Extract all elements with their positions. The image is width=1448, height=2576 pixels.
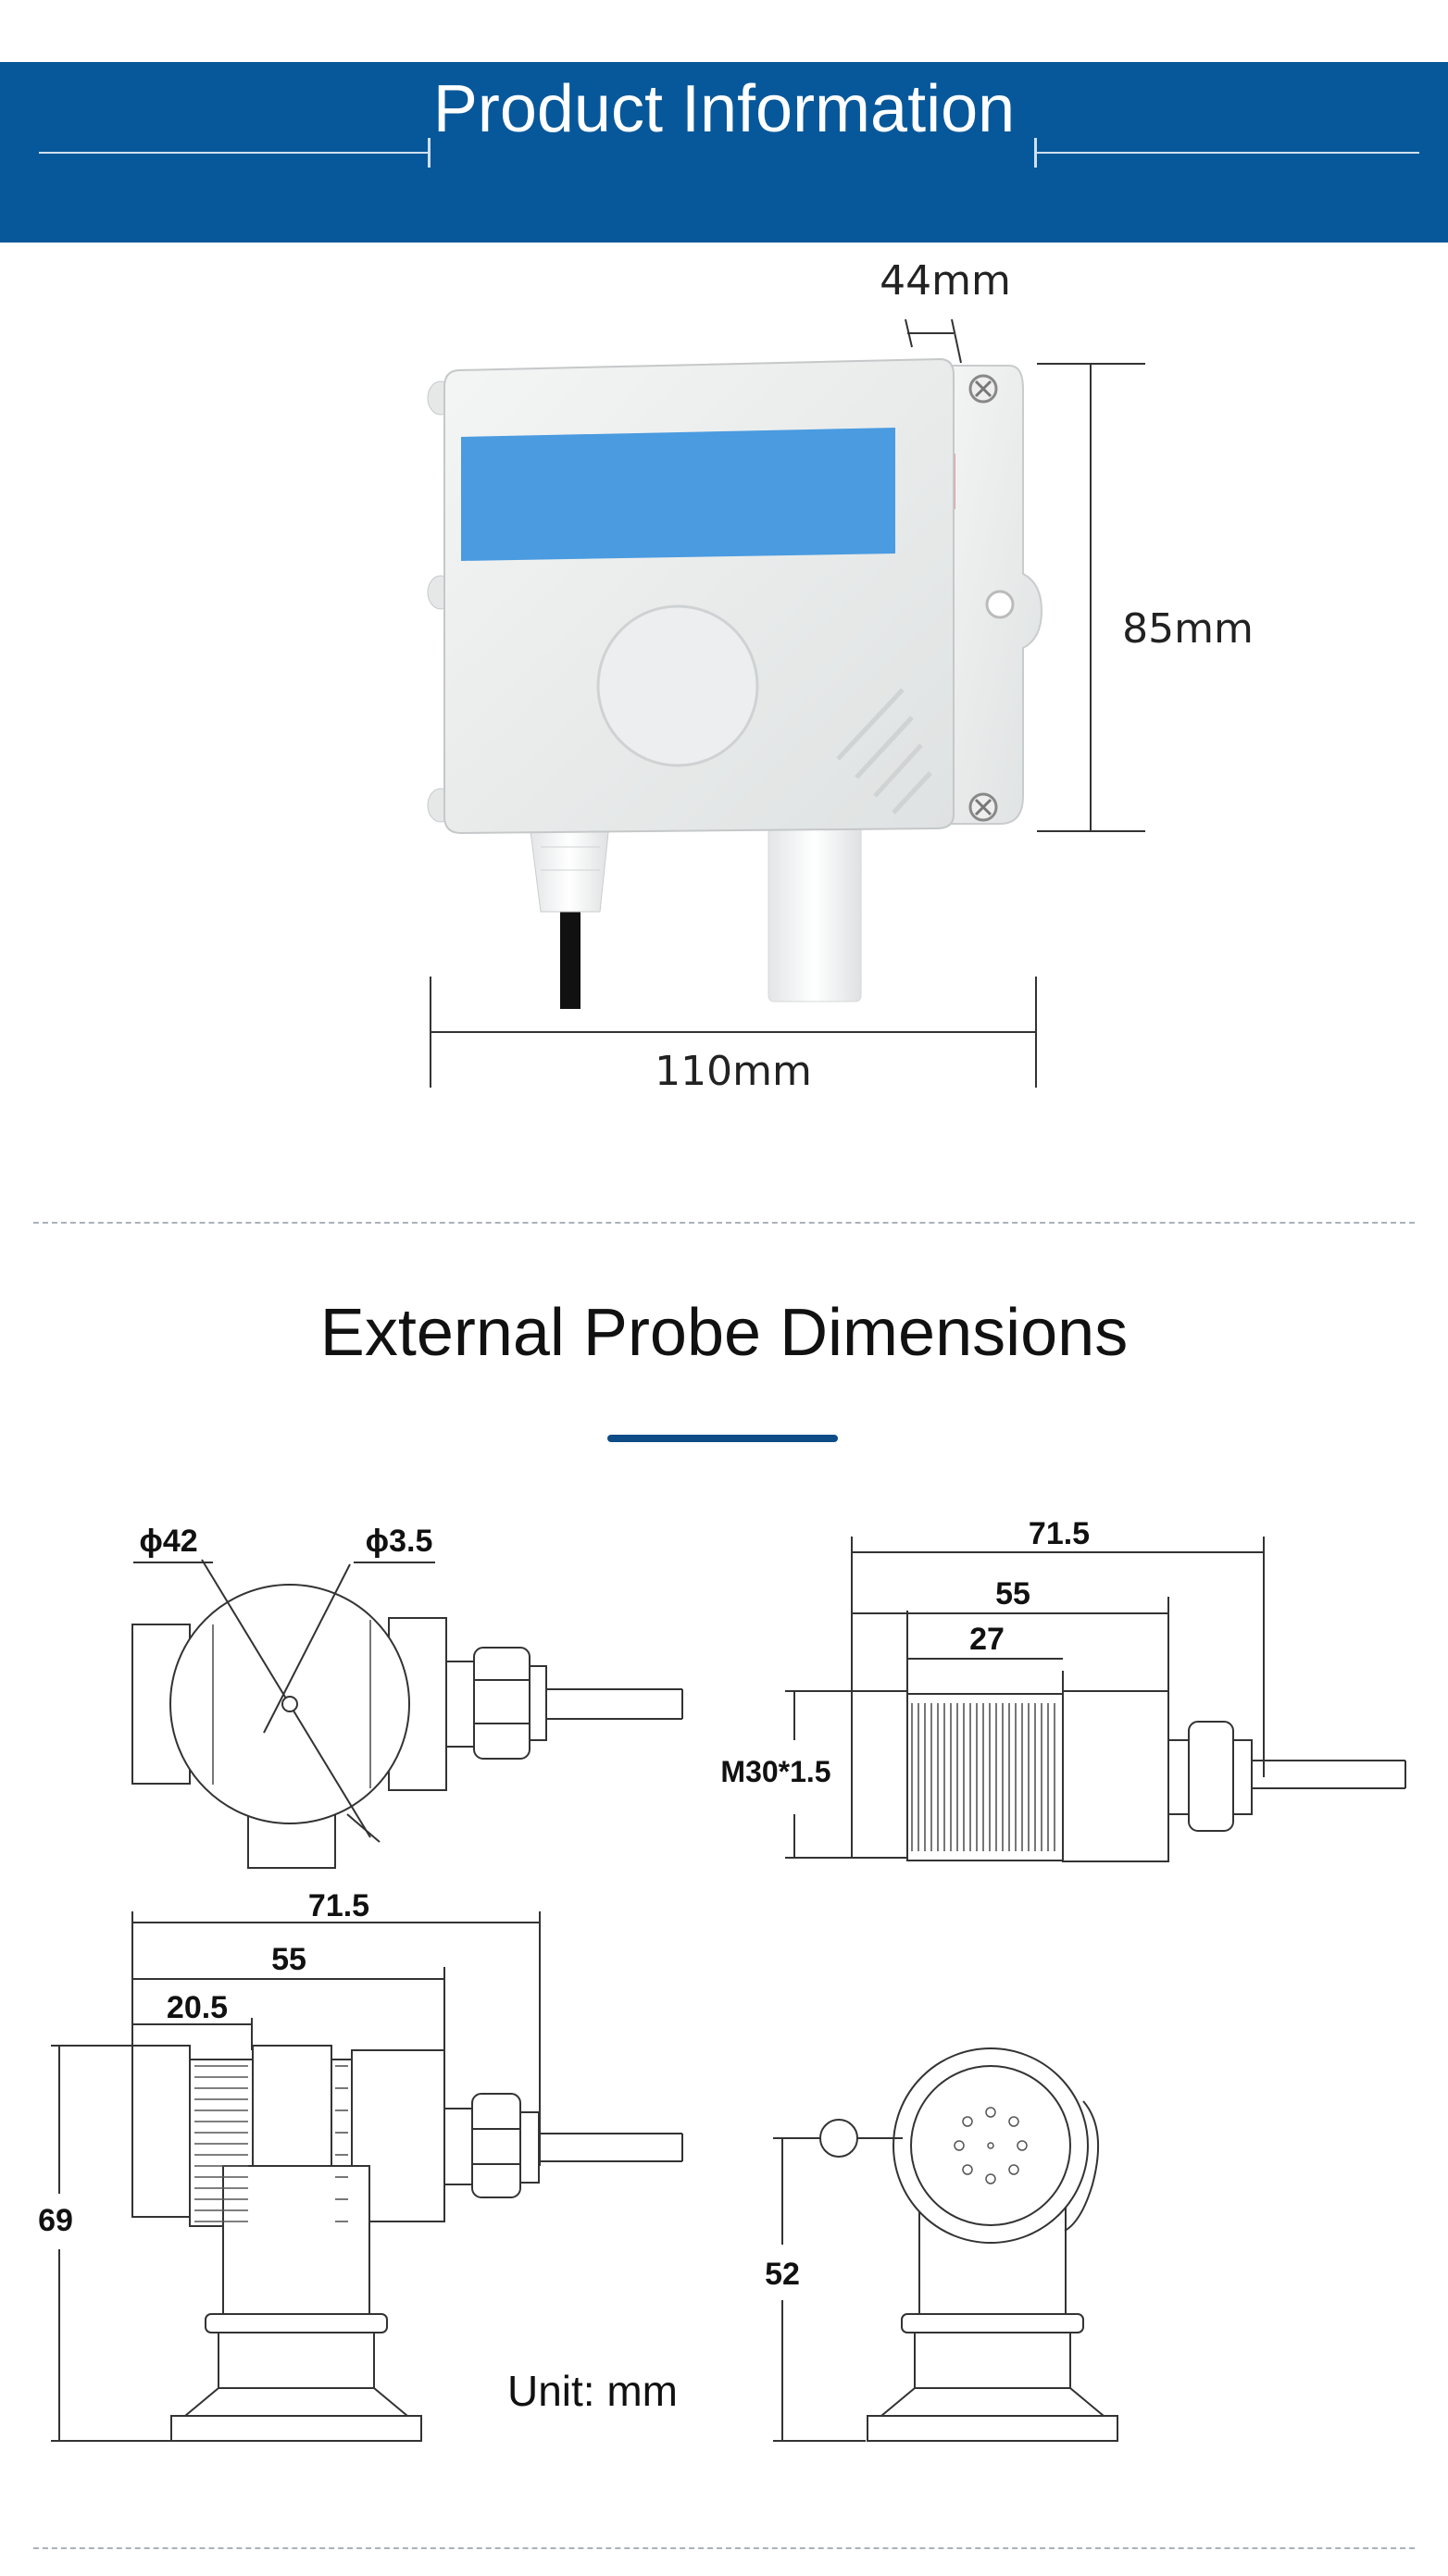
mount-overall-length-label: 71.5 (308, 1888, 369, 1923)
section-title: External Probe Dimensions (319, 1296, 1129, 1370)
probe-mount-front-view (773, 2047, 1118, 2442)
mount-body-length-label: 55 (271, 1942, 306, 1977)
depth-dimension-label: 44mm (880, 257, 1011, 305)
unit-label: Unit: mm (507, 2367, 678, 2415)
probe-side-view (785, 1537, 1406, 1862)
side-overall-length-label: 71.5 (1029, 1516, 1090, 1551)
banner-title: Product Information (432, 72, 1016, 146)
banner-left-tick (428, 138, 431, 168)
banner-left-rule (39, 152, 430, 154)
transmitter-housing (427, 357, 1043, 1009)
section-divider-top (33, 1222, 1415, 1224)
product-dimension-lines (430, 318, 1145, 1088)
mount-height-label: 69 (38, 2203, 73, 2238)
banner-right-rule (1036, 152, 1419, 154)
mount-thread-length-label: 20.5 (167, 1990, 228, 2025)
banner-right-tick (1034, 138, 1037, 168)
width-dimension-label: 110mm (655, 1048, 812, 1095)
side-body-length-label: 55 (995, 1576, 1030, 1612)
title-underline (607, 1435, 838, 1442)
thread-spec-label: M30*1.5 (720, 1755, 830, 1788)
front-height-label: 52 (765, 2257, 800, 2292)
probe-mount-side-view (51, 1911, 683, 2442)
section-divider-bottom (33, 2547, 1415, 2549)
outer-diameter-label: ϕ42 (139, 1524, 197, 1559)
hole-diameter-label: ϕ3.5 (366, 1524, 433, 1559)
probe-side-threads (911, 1703, 1055, 1851)
header-banner (0, 62, 1448, 243)
probe-mount-threads (194, 2065, 348, 2222)
probe-sensor-holes (954, 2107, 1028, 2184)
height-dimension-label: 85mm (1122, 605, 1254, 653)
probe-front-view (131, 1559, 683, 1869)
side-thread-length-label: 27 (969, 1622, 1005, 1657)
